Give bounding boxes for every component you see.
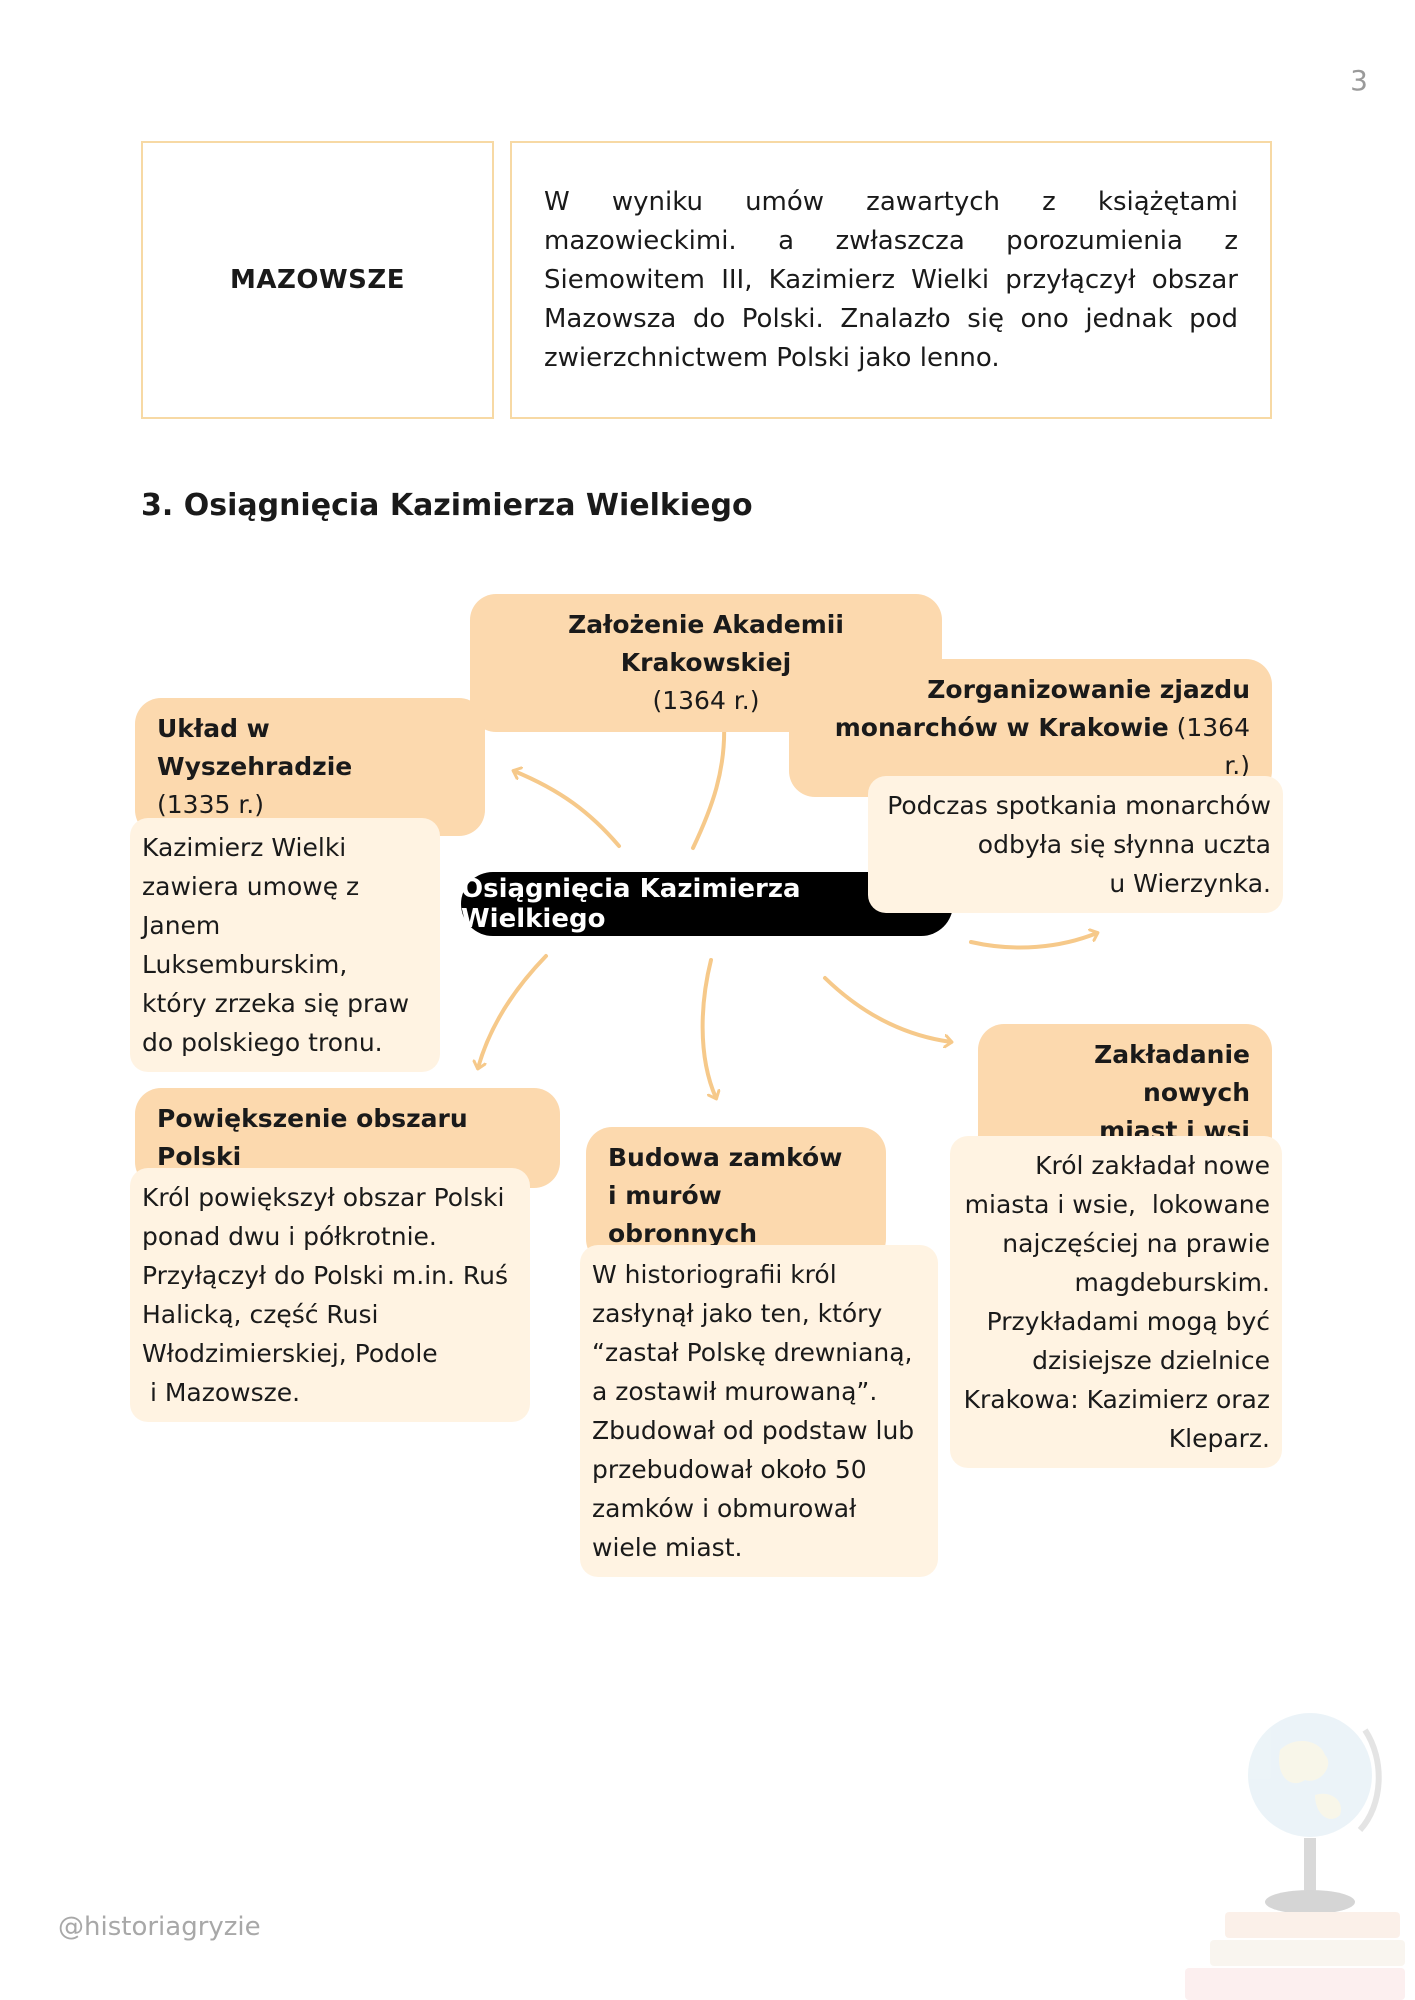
node-zamki: Budowa zamków i murów obronnych bbox=[586, 1127, 886, 1265]
note-line: u Wierzynka. bbox=[1109, 869, 1271, 898]
node-uklad: Układ w Wyszehradzie (1335 r.) bbox=[135, 698, 485, 836]
mazowsze-text: W wyniku umów zawartych z książętami maz… bbox=[544, 187, 1238, 373]
note-line: dzisiejsze dzielnice bbox=[1032, 1346, 1270, 1375]
miasta-title-line1: Zakładanie nowych bbox=[1094, 1040, 1250, 1107]
note-line: przebudował około 50 bbox=[592, 1455, 867, 1484]
center-node-label: Osiągnięcia Kazimierza Wielkiego bbox=[461, 874, 801, 934]
note-line: zawiera umowę z bbox=[142, 872, 360, 901]
footer-handle: @historiagryzie bbox=[58, 1912, 261, 1942]
mazowsze-title: MAZOWSZE bbox=[230, 265, 405, 295]
globe-books-icon bbox=[1185, 1713, 1405, 2000]
note-line: Halicką, część Rusi bbox=[142, 1300, 379, 1329]
arrow-to-zamki bbox=[700, 958, 716, 1098]
note-line: miasta i wsie, lokowane bbox=[964, 1190, 1270, 1219]
note-line: odbyła się słynna uczta bbox=[977, 830, 1271, 859]
note-line: Włodzimierskiej, Podole bbox=[142, 1339, 438, 1368]
note-line: “zastał Polskę drewnianą, bbox=[592, 1338, 913, 1367]
zamki-title-line1: Budowa zamków bbox=[608, 1143, 843, 1172]
node-zjazd: Zorganizowanie zjazdu monarchów w Krakow… bbox=[789, 659, 1272, 797]
note-uklad: Kazimierz Wielki zawiera umowę z Janem L… bbox=[130, 818, 440, 1072]
uklad-title: Układ w Wyszehradzie bbox=[157, 714, 353, 781]
mazowsze-text-cell: W wyniku umów zawartych z książętami maz… bbox=[510, 141, 1272, 419]
note-line: Przyłączył do Polski m.in. Ruś bbox=[142, 1261, 509, 1290]
note-line: i Mazowsze. bbox=[142, 1378, 301, 1407]
uklad-date: (1335 r.) bbox=[157, 790, 265, 819]
arrow-to-uklad bbox=[514, 771, 621, 848]
arrow-to-powiekszenie bbox=[478, 954, 548, 1068]
zjazd-title-line2: monarchów w Krakowie bbox=[834, 713, 1169, 742]
note-line: Kleparz. bbox=[1168, 1424, 1270, 1453]
note-line: najczęściej na prawie bbox=[1002, 1229, 1270, 1258]
note-line: Podczas spotkania monarchów bbox=[887, 791, 1271, 820]
note-line: zamków i obmurował bbox=[592, 1494, 857, 1523]
note-line: Kazimierz Wielki bbox=[142, 833, 347, 862]
note-line: Krakowa: Kazimierz oraz bbox=[963, 1385, 1270, 1414]
note-line: magdeburskim. bbox=[1074, 1268, 1270, 1297]
arrow-to-zjazd bbox=[969, 933, 1097, 950]
note-zjazd: Podczas spotkania monarchów odbyła się s… bbox=[868, 776, 1283, 913]
note-line: zasłynął jako ten, który bbox=[592, 1299, 883, 1328]
arrow-to-akademia bbox=[691, 722, 724, 850]
note-line: Zbudował od podstaw lub bbox=[592, 1416, 915, 1445]
akademia-title: Założenie Akademii Krakowskiej bbox=[568, 610, 844, 677]
note-line: wiele miast. bbox=[592, 1533, 743, 1562]
zjazd-date: (1364 r.) bbox=[1176, 713, 1250, 780]
note-line: ponad dwu i półkrotnie. bbox=[142, 1222, 437, 1251]
arrow-to-miasta bbox=[823, 976, 951, 1042]
section-heading: 3. Osiągnięcia Kazimierza Wielkiego bbox=[141, 488, 753, 523]
page-number: 3 bbox=[1350, 64, 1368, 97]
note-line: Król powiększył obszar Polski bbox=[142, 1183, 505, 1212]
zamki-title-line2: i murów obronnych bbox=[608, 1181, 758, 1248]
note-line: Przykładami mogą być bbox=[986, 1307, 1270, 1336]
powiekszenie-title: Powiększenie obszaru Polski bbox=[157, 1104, 468, 1171]
note-line: W historiografii król bbox=[592, 1260, 837, 1289]
akademia-date: (1364 r.) bbox=[652, 686, 760, 715]
note-zamki: W historiografii król zasłynął jako ten,… bbox=[580, 1245, 938, 1577]
note-line: Janem Luksemburskim, bbox=[142, 911, 348, 979]
note-powiekszenie: Król powiększył obszar Polski ponad dwu … bbox=[130, 1168, 530, 1422]
note-line: który zrzeka się praw bbox=[142, 989, 410, 1018]
note-line: Król zakładał nowe bbox=[1035, 1151, 1270, 1180]
mazowsze-title-cell: MAZOWSZE bbox=[141, 141, 494, 419]
note-line: do polskiego tronu. bbox=[142, 1028, 383, 1057]
zjazd-title-line1: Zorganizowanie zjazdu bbox=[927, 675, 1250, 704]
note-miasta: Król zakładał nowe miasta i wsie, lokowa… bbox=[950, 1136, 1282, 1468]
note-line: a zostawił murowaną”. bbox=[592, 1377, 878, 1406]
